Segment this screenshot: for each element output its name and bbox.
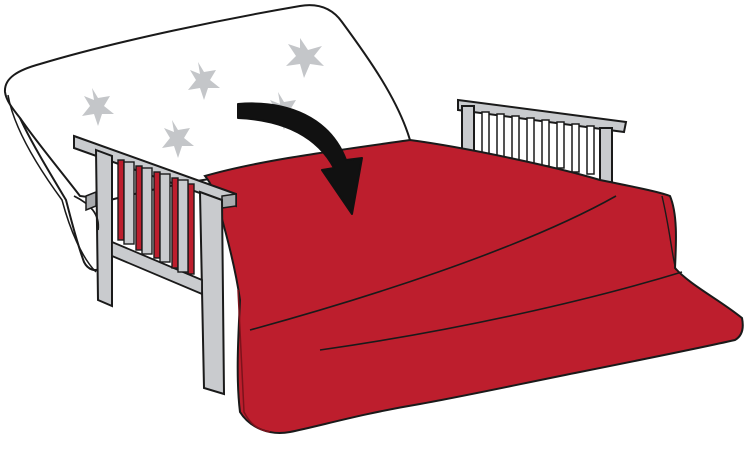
- armrest-front-rail-end: [222, 194, 236, 208]
- futon-cover: [205, 140, 743, 433]
- cover-body: [205, 140, 743, 433]
- armrest-front-post-right: [200, 192, 224, 394]
- frame-seat-rail-end: [86, 192, 96, 210]
- armrest-back-post-right: [600, 128, 612, 182]
